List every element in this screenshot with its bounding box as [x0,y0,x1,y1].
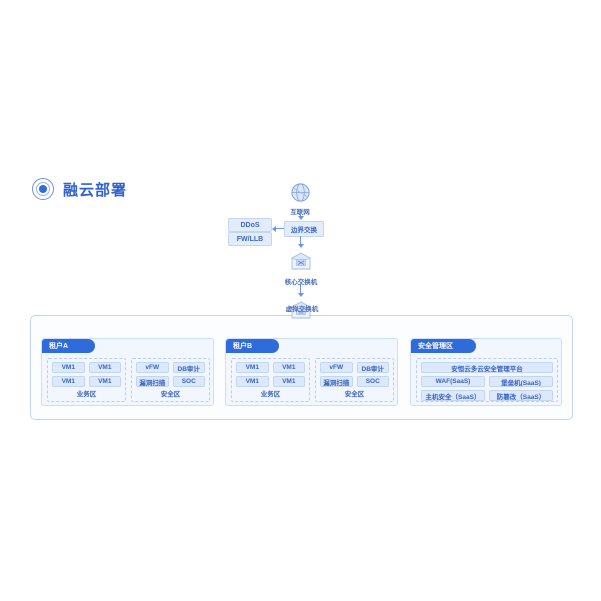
security-cell: 漏洞扫描 [136,376,169,387]
platform-cell: 安恒云多云安全管理平台 [421,362,553,373]
arrow-head-internet-edge [297,216,304,220]
security-cell: 漏洞扫描 [320,376,353,387]
saas-cell: 主机安全（SaaS） [421,390,485,401]
zone-caption: 业务区 [76,391,97,398]
security-cell: vFW [320,362,353,373]
vm-cell: VM1 [88,376,121,387]
zone-caption: 业务区 [260,391,281,398]
security-box-ddos: DDoS [228,218,272,232]
arrow-head-edge-core [297,244,304,248]
security-box-fwllb: FW/LLB [228,232,272,246]
vm-cell: VM1 [52,376,85,387]
page-title: 融云部署 [32,178,127,200]
security-management-panel: 安全管理区 安恒云多云安全管理平台 WAF(SaaS) 堡垒机(SaaS) 主机… [410,338,562,406]
saas-cell: 防篡改（SaaS） [489,390,553,401]
tenant-a-tab: 租户A [42,339,95,353]
saas-cell: 堡垒机(SaaS) [489,376,553,387]
security-cell: DB审计 [356,362,389,373]
connector-core-virtual [300,283,301,293]
edge-switch-node: 边界交换 [284,221,324,237]
security-cell: DB审计 [172,362,205,373]
security-management-tab: 安全管理区 [411,339,476,353]
saas-cell: WAF(SaaS) [421,376,485,387]
zone-caption: 安全区 [160,391,181,398]
tenant-panel-b: 租户B VM1 VM1 VM1 VM1 业务区 vFW DB审计 漏洞扫描 SO… [225,338,398,406]
arrow-head-edge-security [272,225,276,232]
zone-caption: 安全区 [344,391,365,398]
vm-cell: VM1 [52,362,85,373]
security-cell: vFW [136,362,169,373]
vm-cell: VM1 [272,376,305,387]
tenant-b-business-zone: VM1 VM1 VM1 VM1 业务区 [231,358,310,402]
vm-cell: VM1 [236,362,269,373]
security-cell: SOC [172,376,205,387]
tenant-panel-a: 租户A VM1 VM1 VM1 VM1 业务区 vFW DB审计 漏洞扫描 SO… [41,338,214,406]
tenant-b-security-zone: vFW DB审计 漏洞扫描 SOC 安全区 [315,358,394,402]
globe-icon [289,181,312,204]
connector-internet-edge [300,212,301,218]
vm-cell: VM1 [88,362,121,373]
connector-edge-security [276,228,284,229]
tenant-a-security-zone: vFW DB审计 漏洞扫描 SOC 安全区 [131,358,210,402]
target-circle-icon [32,178,54,200]
switch-icon-core [289,251,313,273]
virtual-switch-label: 虚拟交换机 [285,306,319,313]
tenant-b-tab: 租户B [226,339,279,353]
security-management-zone: 安恒云多云安全管理平台 WAF(SaaS) 堡垒机(SaaS) 主机安全（Saa… [416,358,558,402]
vm-cell: VM1 [272,362,305,373]
switch-icon-virtual [289,300,313,322]
vm-cell: VM1 [236,376,269,387]
page-title-label: 融云部署 [63,181,128,199]
security-cell: SOC [356,376,389,387]
core-switch-label: 核心交换机 [284,279,318,286]
arrow-head-core-virtual [297,293,304,297]
connector-edge-core [300,236,301,244]
tenant-a-business-zone: VM1 VM1 VM1 VM1 业务区 [47,358,126,402]
